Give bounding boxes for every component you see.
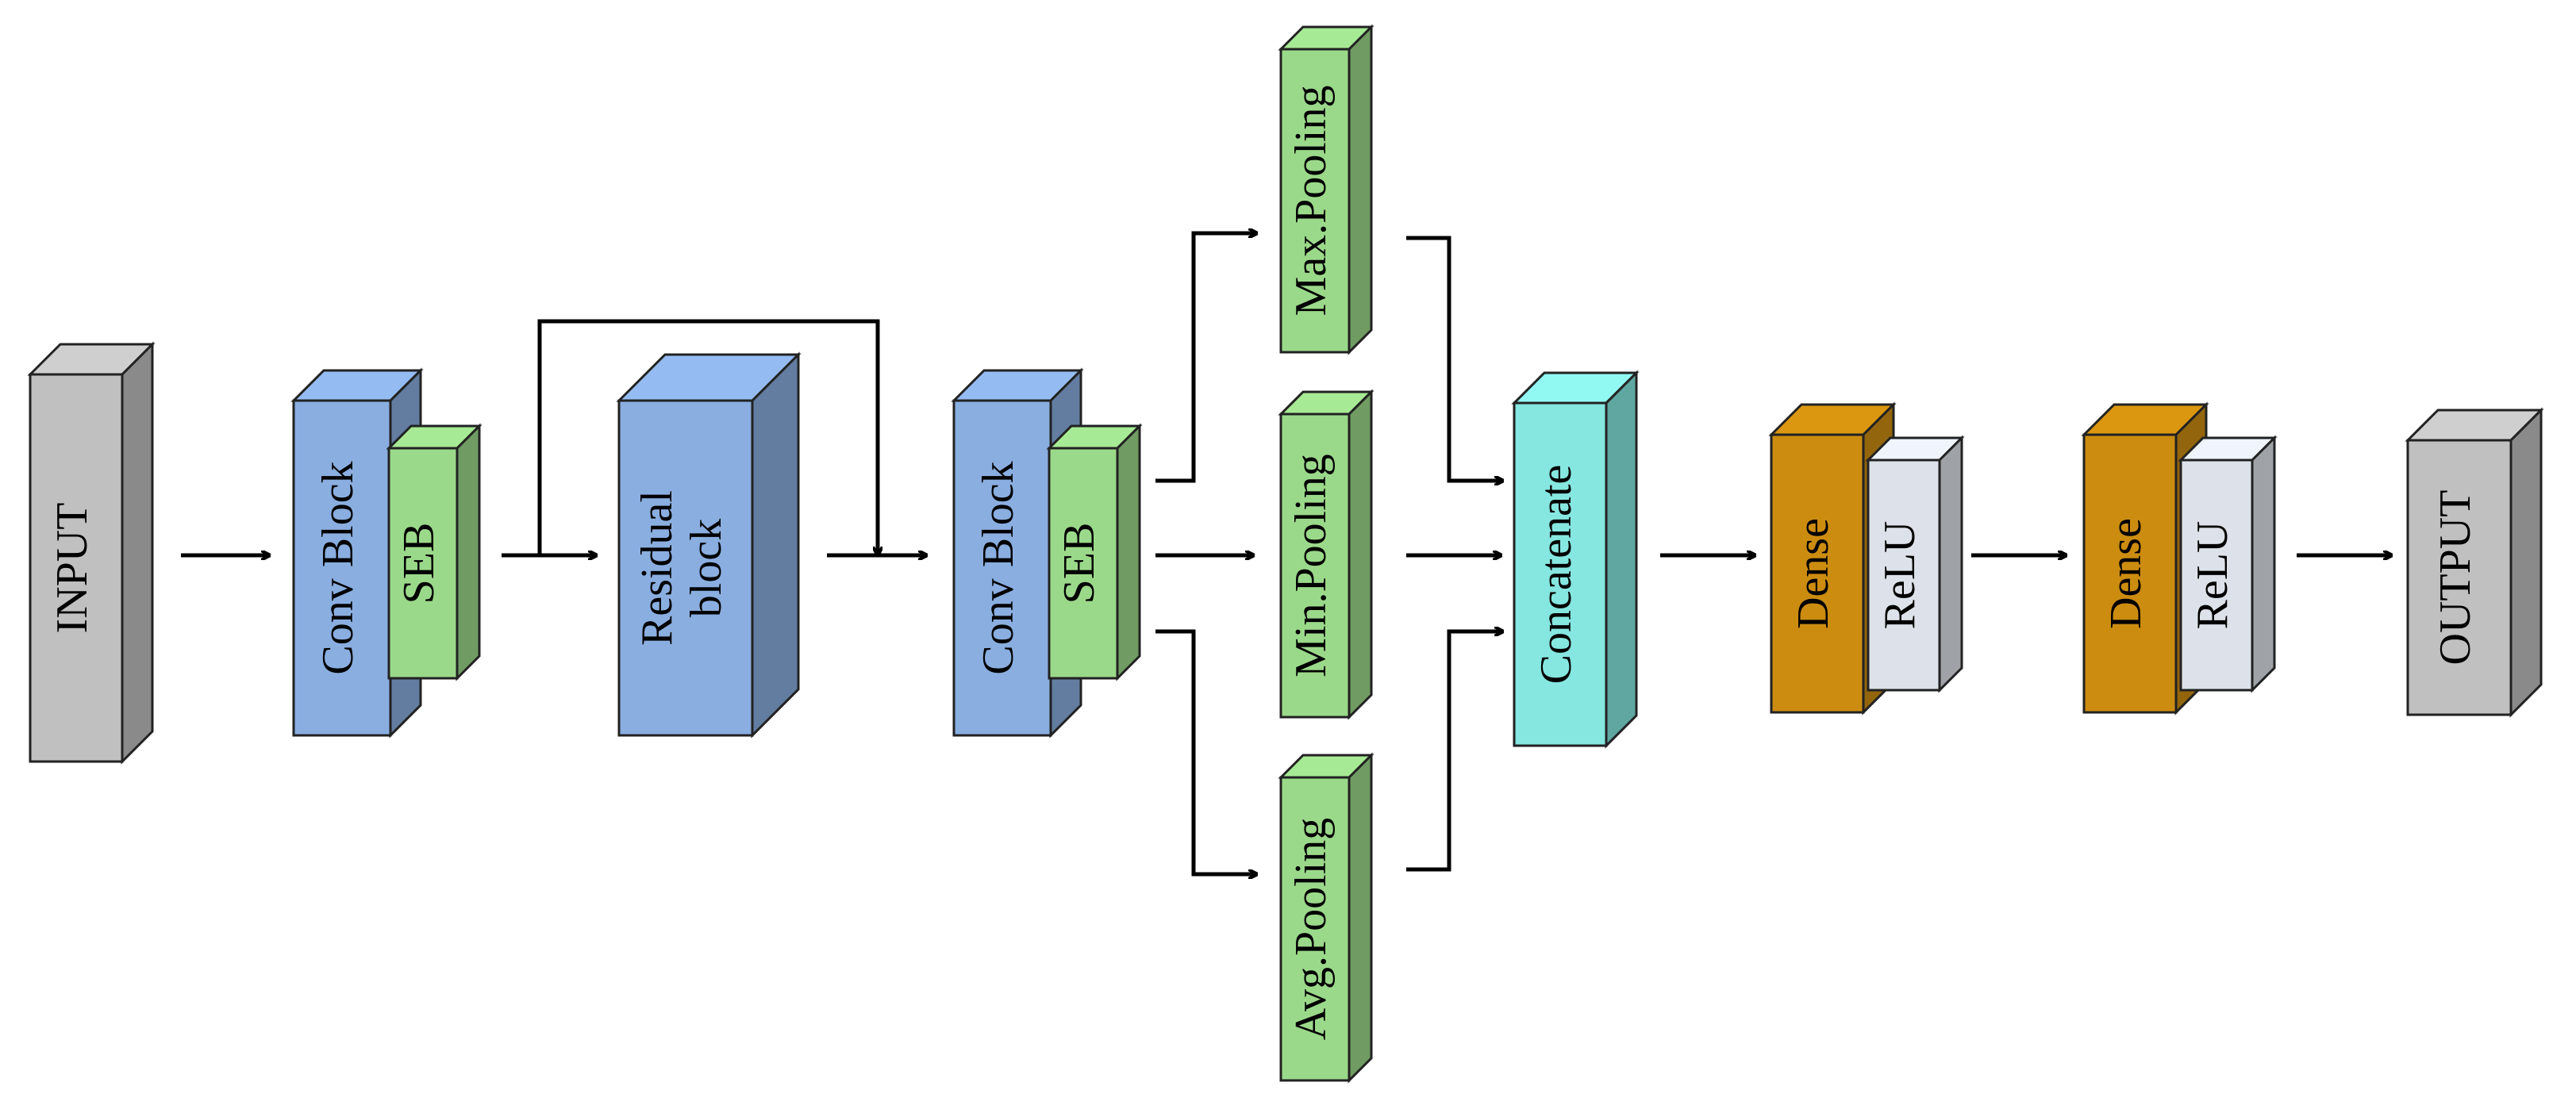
residual-label-line: block xyxy=(682,519,731,617)
residual-front-face xyxy=(617,399,754,737)
residual-block: Residualblock xyxy=(616,351,802,739)
avgpool-front-face xyxy=(1279,776,1351,1082)
concat-label: Concatenate xyxy=(1532,465,1581,685)
dense2-front-face xyxy=(2082,433,2178,714)
seb2-front-face xyxy=(1048,447,1119,680)
seb1-block: SEB xyxy=(386,423,483,681)
conv2-label-line: Conv Block xyxy=(974,461,1023,674)
minpool-block: Min.Pooling xyxy=(1278,389,1375,720)
relu2-block: ReLU xyxy=(2178,435,2278,693)
edge-seb2-maxpool xyxy=(1155,233,1257,483)
output-block: OUTPUT xyxy=(2405,407,2544,718)
concat-label-line: Concatenate xyxy=(1532,465,1581,685)
edge-seb2-avgpool xyxy=(1155,629,1257,874)
minpool-front-face xyxy=(1279,413,1351,719)
avgpool-label-line: Avg.Pooling xyxy=(1286,818,1336,1041)
maxpool-label-line: Max.Pooling xyxy=(1286,86,1336,317)
edges xyxy=(181,233,2392,874)
maxpool-side-face xyxy=(1348,24,1373,355)
residual-label: Residualblock xyxy=(632,490,731,646)
relu1-front-face xyxy=(1867,459,1941,692)
dense1-front-face xyxy=(1770,433,1865,714)
seb1-side-face xyxy=(456,423,481,681)
nodes: INPUT Conv Block SEB Residualblock Conv Bloc… xyxy=(27,24,2544,1084)
relu2-side-face xyxy=(2251,435,2276,693)
avgpool-block: Avg.Pooling xyxy=(1278,752,1375,1084)
input-block: INPUT xyxy=(27,341,156,765)
seb2-label: SEB xyxy=(1055,523,1104,604)
avgpool-side-face xyxy=(1348,752,1373,1084)
maxpool-front-face xyxy=(1279,48,1351,354)
dense1-label: Dense xyxy=(1789,518,1838,629)
relu2-label: ReLU xyxy=(2188,521,2237,630)
seb2-label-line: SEB xyxy=(1055,523,1104,604)
minpool-label-line: Min.Pooling xyxy=(1286,454,1336,677)
conv1-label: Conv Block xyxy=(313,461,363,674)
maxpool-label: Max.Pooling xyxy=(1286,86,1336,317)
dense1-label-line: Dense xyxy=(1789,518,1838,629)
avgpool-label: Avg.Pooling xyxy=(1286,818,1336,1041)
edge-avgpool-concat xyxy=(1406,631,1503,872)
residual-label-line: Residual xyxy=(632,490,682,646)
output-label-line: OUTPUT xyxy=(2431,490,2480,666)
minpool-label: Min.Pooling xyxy=(1286,454,1336,677)
conv2-front-face xyxy=(952,399,1052,737)
conv1-front-face xyxy=(292,399,392,737)
concat-side-face xyxy=(1605,370,1638,749)
relu1-side-face xyxy=(1938,435,1963,693)
input-label-line: INPUT xyxy=(48,503,97,634)
minpool-side-face xyxy=(1348,389,1373,720)
concat-front-face xyxy=(1513,401,1608,747)
relu2-label-line: ReLU xyxy=(2188,521,2237,630)
relu1-block: ReLU xyxy=(1865,435,1965,693)
edge-maxpool-concat xyxy=(1406,236,1503,481)
dense2-label: Dense xyxy=(2101,518,2151,629)
relu1-label-line: ReLU xyxy=(1875,521,1924,630)
seb1-label-line: SEB xyxy=(394,523,444,604)
output-side-face xyxy=(2509,407,2543,718)
output-front-face xyxy=(2406,439,2513,716)
seb1-front-face xyxy=(387,447,459,680)
relu1-label: ReLU xyxy=(1875,521,1924,630)
input-label: INPUT xyxy=(48,503,97,634)
conv1-label-line: Conv Block xyxy=(313,461,363,674)
input-front-face xyxy=(29,373,124,763)
conv2-label: Conv Block xyxy=(974,461,1023,674)
maxpool-block: Max.Pooling xyxy=(1278,24,1375,355)
dense2-block: Dense xyxy=(2081,401,2209,716)
seb1-label: SEB xyxy=(394,523,444,604)
output-label: OUTPUT xyxy=(2431,490,2480,666)
residual-side-face xyxy=(751,351,800,739)
seb2-side-face xyxy=(1116,423,1141,681)
input-side-face xyxy=(121,341,154,765)
concat-block: Concatenate xyxy=(1511,370,1640,749)
dense2-label-line: Dense xyxy=(2101,518,2151,629)
relu2-front-face xyxy=(2179,459,2254,692)
seb2-block: SEB xyxy=(1046,423,1143,681)
